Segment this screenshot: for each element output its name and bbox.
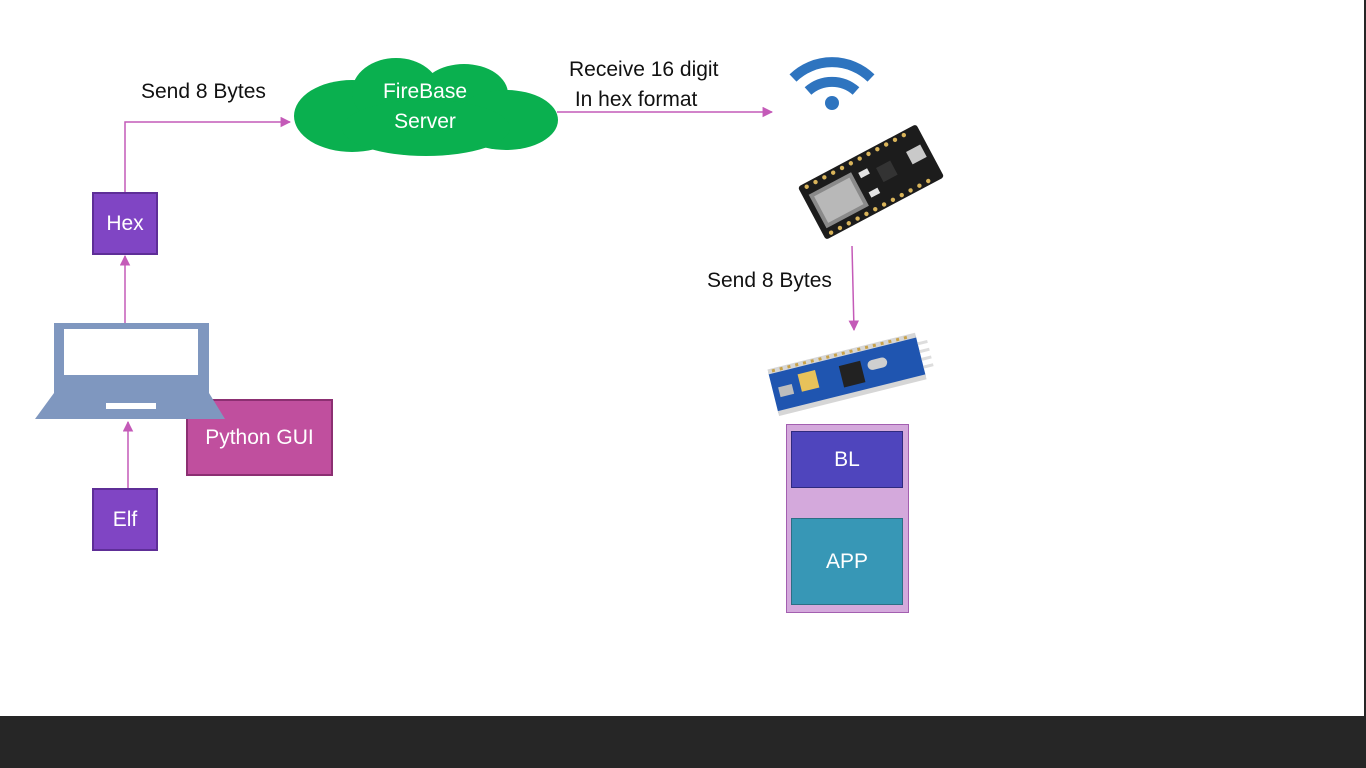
slide-edge: [1364, 0, 1366, 716]
arrow-hex-to-firebase: [124, 116, 292, 192]
arrow-esp-to-stm: [848, 245, 860, 332]
hex-node-label: Hex: [106, 211, 144, 235]
esp8266-board-icon: [796, 120, 946, 245]
app-node-label: APP: [825, 549, 869, 573]
laptop-icon: [34, 322, 226, 422]
elf-node-label: Elf: [112, 507, 138, 531]
app-node: APP: [791, 518, 903, 605]
bl-node: BL: [791, 431, 903, 488]
footer-bar: [0, 716, 1366, 768]
bl-node-label: BL: [834, 447, 860, 471]
edge-label-send-top: Send 8 Bytes: [141, 80, 266, 103]
slide: Send 8 Bytes Receive 16 digit In hex for…: [34, 52, 946, 613]
firebase-label-line2: Server: [394, 110, 456, 133]
stm32-board-icon: [762, 324, 934, 417]
hex-node: Hex: [92, 192, 158, 255]
wifi-icon: [786, 52, 878, 112]
edge-label-receive-line1: Receive 16 digit: [569, 58, 719, 81]
cloud-icon: [292, 56, 560, 158]
firebase-label-line1: FireBase: [382, 80, 468, 103]
edge-label-receive-line2: In hex format: [569, 88, 698, 111]
firebase-node: FireBase Server: [340, 74, 510, 140]
elf-node: Elf: [92, 488, 158, 551]
edge-label-send-mid: Send 8 Bytes: [707, 269, 832, 292]
python-gui-node-label: Python GUI: [205, 425, 314, 449]
